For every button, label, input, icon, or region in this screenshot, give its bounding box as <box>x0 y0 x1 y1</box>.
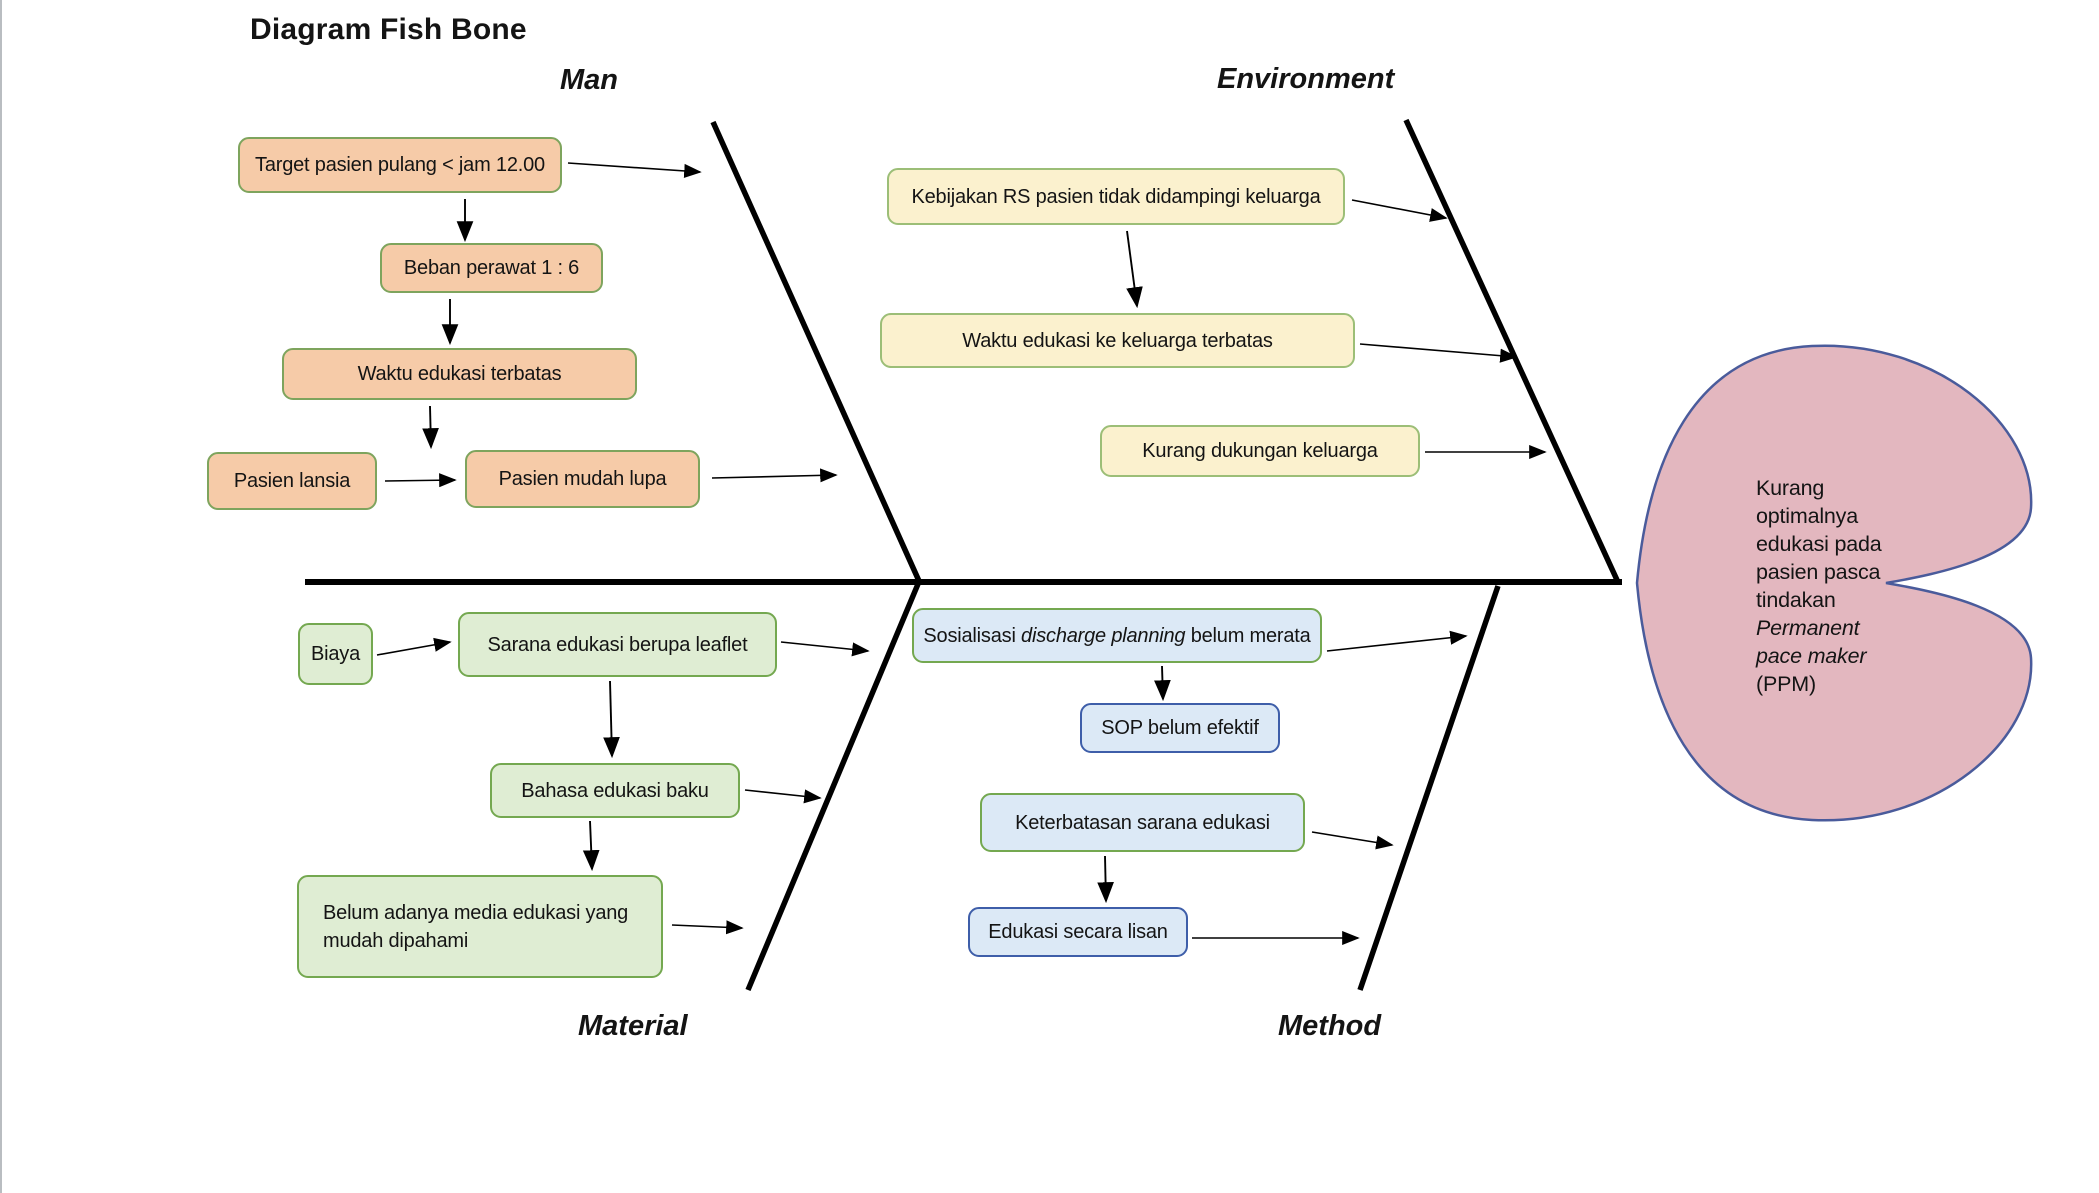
method-bone-line <box>1357 585 1501 991</box>
cause-box-env-waktu-keluarga: Waktu edukasi ke keluarga terbatas <box>880 313 1355 368</box>
sosialisasi-italic-term: discharge planning <box>1021 624 1186 647</box>
arrow-mat3-to-bone <box>744 789 822 804</box>
arrow-man4-to-man5 <box>384 473 457 488</box>
sosialisasi-prefix: Sosialisasi <box>923 624 1022 647</box>
man-bone-line <box>710 120 922 583</box>
effect-line: tindakan <box>1756 588 1836 612</box>
cause-box-env-kurang-dukungan: Kurang dukungan keluarga <box>1100 425 1420 477</box>
effect-line-italic: Permanent <box>1756 616 1860 640</box>
cause-box-man-waktu-edukasi: Waktu edukasi terbatas <box>282 348 637 400</box>
effect-heart-shape <box>1635 344 2033 822</box>
cause-box-mat-leaflet: Sarana edukasi berupa leaflet <box>458 612 777 677</box>
cause-box-man-pasien-mudah-lupa: Pasien mudah lupa <box>465 450 700 508</box>
cause-box-mat-biaya: Biaya <box>298 623 373 685</box>
arrow-mat3-to-mat4 <box>582 820 600 872</box>
category-label-man: Man <box>560 64 618 96</box>
material-bone-line <box>745 582 921 992</box>
cause-box-met-sosialisasi: Sosialisasi discharge planning belum mer… <box>912 608 1322 663</box>
arrow-man5-to-bone <box>711 468 838 483</box>
effect-line: pasien pasca <box>1756 560 1881 584</box>
arrow-met1-to-bone <box>1326 630 1468 652</box>
cause-to-bone-arrows <box>376 162 1547 946</box>
arrow-mat1-to-mat2 <box>376 637 452 656</box>
arrow-met3-to-met4 <box>1097 855 1114 904</box>
effect-statement: Kurang optimalnya edukasi pada pasien pa… <box>1756 474 2004 698</box>
effect-line: edukasi pada <box>1756 532 1882 556</box>
effect-line-italic: pace maker <box>1756 644 1867 668</box>
arrow-man1-to-bone <box>567 162 702 178</box>
cause-box-env-kebijakan-rs: Kebijakan RS pasien tidak didampingi kel… <box>887 168 1345 225</box>
cause-box-mat-bahasa-baku: Bahasa edukasi baku <box>490 763 740 818</box>
cause-box-man-target-pasien: Target pasien pulang < jam 12.00 <box>238 137 562 193</box>
cause-box-man-beban-perawat: Beban perawat 1 : 6 <box>380 243 603 293</box>
arrow-mat4-to-bone <box>671 920 744 935</box>
cause-box-mat-media-edukasi: Belum adanya media edukasi yang mudah di… <box>297 875 663 978</box>
cause-box-met-sop: SOP belum efektif <box>1080 703 1280 753</box>
category-label-method: Method <box>1278 1010 1382 1042</box>
cause-box-met-edukasi-lisan: Edukasi secara lisan <box>968 907 1188 957</box>
arrow-env2-to-bone <box>1359 343 1518 363</box>
sosialisasi-suffix: belum merata <box>1185 624 1311 647</box>
arrow-mat2-to-mat3 <box>603 680 620 759</box>
page-left-edge <box>0 0 2 1193</box>
cause-box-man-pasien-lansia: Pasien lansia <box>207 452 377 510</box>
arrow-met3-to-bone <box>1311 831 1394 850</box>
category-label-environment: Environment <box>1217 63 1395 95</box>
cause-chain-arrows <box>422 199 1171 904</box>
effect-line: optimalnya <box>1756 504 1858 528</box>
page-title: Diagram Fish Bone <box>250 13 527 46</box>
arrow-met1-to-met2 <box>1154 665 1171 702</box>
arrow-mat2-to-bone <box>780 641 870 657</box>
category-label-material: Material <box>578 1010 688 1042</box>
arrow-man3-down <box>422 405 439 450</box>
arrow-env1-to-bone <box>1351 199 1448 222</box>
effect-line: (PPM) <box>1756 672 1816 696</box>
arrow-env1-to-env2 <box>1126 230 1143 309</box>
effect-line: Kurang <box>1756 476 1825 500</box>
cause-box-met-keterbatasan: Keterbatasan sarana edukasi <box>980 793 1305 852</box>
